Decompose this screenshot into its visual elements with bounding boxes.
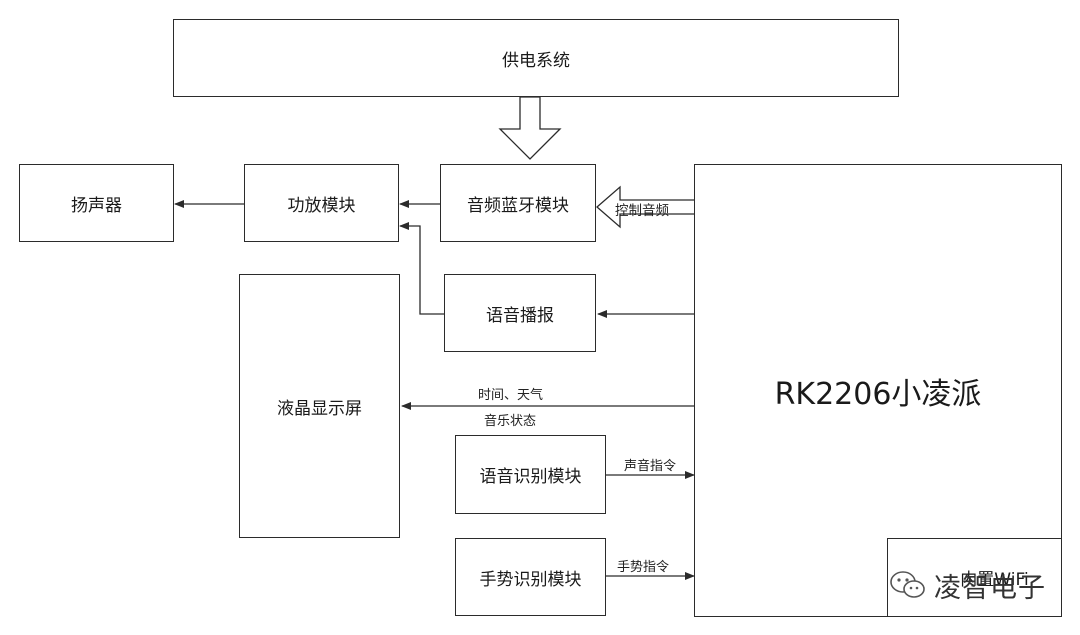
lcd-display-box: 液晶显示屏 [239,274,400,538]
voice-recognition-label: 语音识别模块 [479,467,582,487]
main-board-label: RK2206小凌派 [774,376,982,412]
wifi-label: 内置WiFi [960,570,1029,590]
gesture-recognition-box: 手势识别模块 [455,538,606,616]
lcd-display-label: 液晶显示屏 [277,398,362,419]
power-system-box: 供电系统 [173,19,899,97]
amplifier-box: 功放模块 [244,164,399,242]
edge-label-control-audio: 控制音频 [615,203,669,219]
voice-recognition-box: 语音识别模块 [455,435,606,514]
bluetooth-audio-label: 音频蓝牙模块 [467,195,569,216]
edge-label-lcd-line1: 时间、天气 [478,388,544,403]
speaker-label: 扬声器 [71,195,122,216]
speaker-box: 扬声器 [19,164,174,242]
watermark: 凌智电子 [888,557,1058,613]
power-system-label: 供电系统 [502,50,570,71]
wechat-icon [890,571,925,598]
wifi-box: 内置WiFi [887,538,1062,617]
edge-label-gesture-command: 手势指令 [617,560,670,575]
edge-label-lcd-line2: 音乐状态 [484,414,537,429]
voice-broadcast-box: 语音播报 [444,274,596,352]
arrow-broadcast-to-amp [399,222,444,315]
voice-broadcast-label: 语音播报 [486,305,554,326]
amplifier-label: 功放模块 [287,195,356,216]
power-down-arrow [498,96,562,160]
control-audio-arrow [596,185,696,229]
watermark-text: 凌智电子 [934,572,1046,604]
gesture-recognition-label: 手势识别模块 [479,569,582,590]
bluetooth-audio-box: 音频蓝牙模块 [440,164,596,242]
edge-label-voice-command: 声音指令 [624,459,677,474]
